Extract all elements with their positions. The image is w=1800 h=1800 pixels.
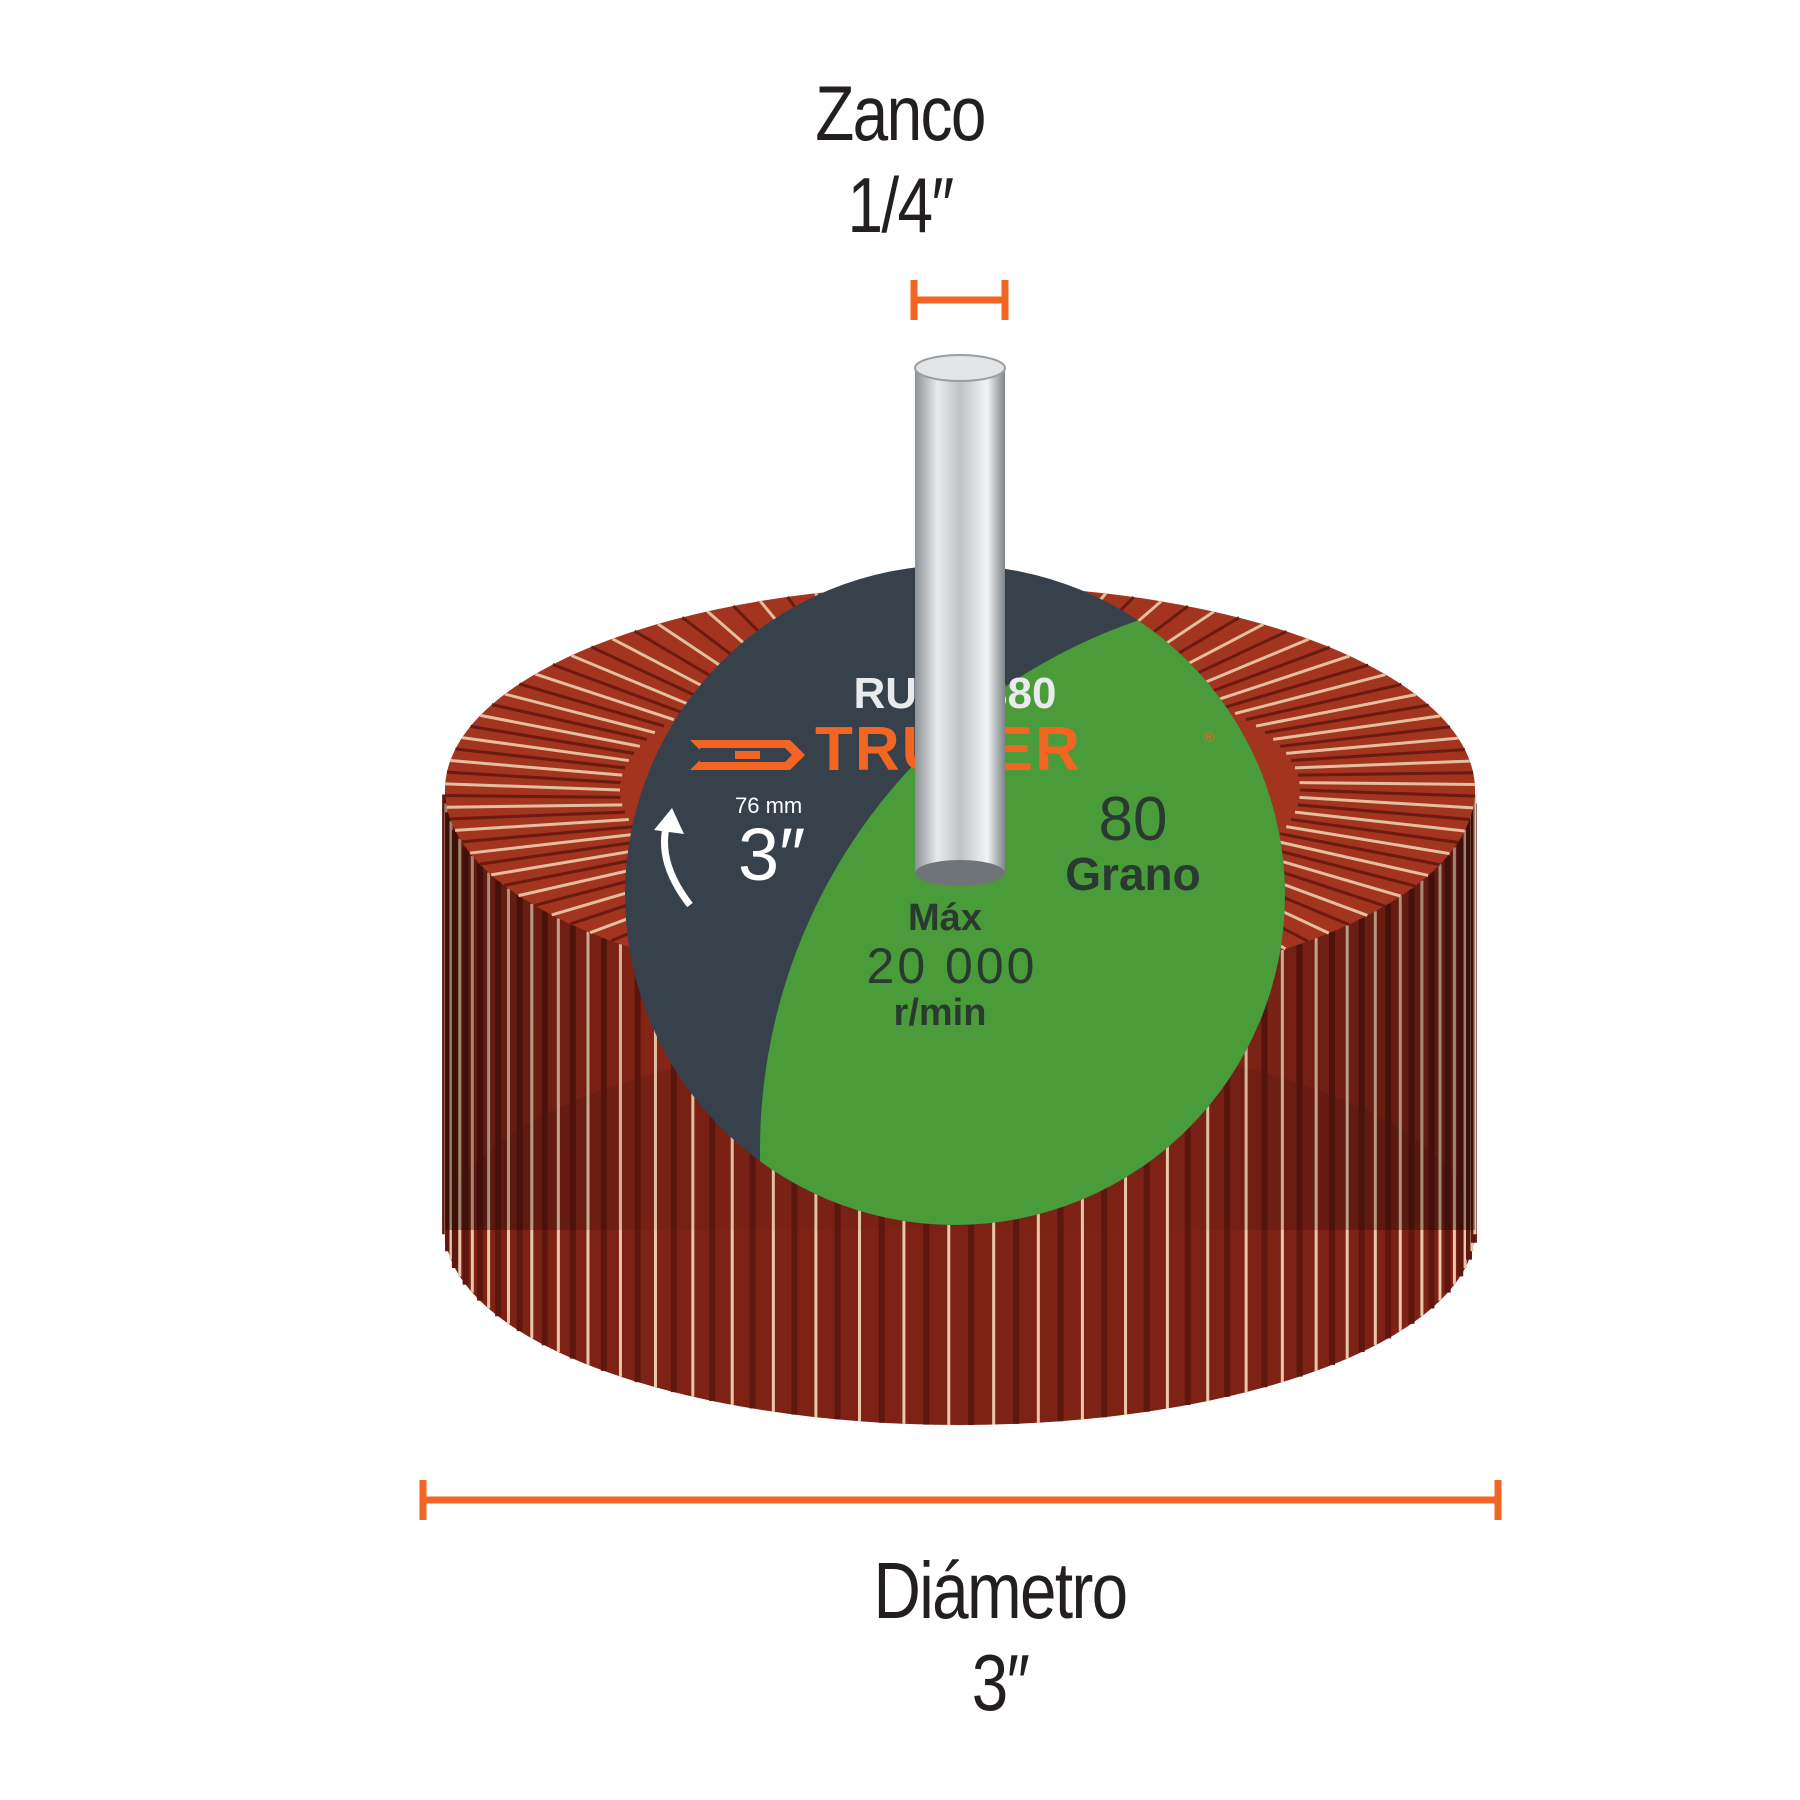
flap-top-edge <box>1264 703 1430 735</box>
flap-top-edge <box>504 692 656 735</box>
flap-top-edge <box>470 724 635 755</box>
center-label: RUF-3380 TRUPER ® 76 mm 3″ 80 Grano Máx … <box>625 565 1285 1225</box>
shank-dimension-marker <box>910 280 1009 320</box>
flap-top-edge <box>491 703 648 741</box>
flap-top-edge <box>1245 682 1402 722</box>
flap-top-edge <box>570 654 698 710</box>
flap-top-edge <box>461 736 630 763</box>
registered-mark: ® <box>1203 729 1215 746</box>
flap-top-edge <box>518 682 665 728</box>
flap-top-edge <box>552 663 686 715</box>
shank-size: 1/4″ <box>847 161 954 249</box>
flap-top-edge <box>1280 725 1451 748</box>
flap-top-edge <box>490 845 656 877</box>
shank-title: Zanco <box>815 69 986 157</box>
flap-top-edge <box>455 747 626 770</box>
flap-top-edge <box>1299 781 1475 786</box>
steel-shank <box>914 354 1006 886</box>
flap-top-edge <box>1294 759 1470 770</box>
flap-top-edge <box>1290 817 1459 844</box>
flap-top-edge <box>1286 736 1459 755</box>
flap-top-edge <box>480 713 641 748</box>
flap-top-edge <box>1272 714 1441 741</box>
flap-top-edge <box>1299 788 1475 798</box>
flap-top-edge <box>1294 810 1465 833</box>
flap-top-edge <box>445 794 621 799</box>
flap-top-edge <box>1285 825 1450 856</box>
max-label: Máx <box>908 897 982 939</box>
flap-top-edge <box>1210 654 1351 704</box>
speed-value: 20 000 <box>867 938 1038 994</box>
flap-top-edge <box>1255 693 1417 728</box>
diameter-size: 3″ <box>971 1638 1030 1727</box>
flap-top-edge <box>445 782 621 792</box>
flap-top-edge <box>446 770 621 785</box>
flap-top-edge <box>469 832 640 855</box>
flap-top-edge <box>1264 845 1416 888</box>
grit-label: Grano <box>1065 848 1200 900</box>
diameter-title: Diámetro <box>873 1546 1129 1635</box>
flap-top-edge <box>534 672 675 722</box>
flap-top-edge <box>450 759 623 777</box>
flap-top-edge <box>1272 839 1429 877</box>
size-inch: 3″ <box>738 813 805 896</box>
flap-top-edge <box>1279 832 1440 867</box>
truper-logo-icon <box>690 740 805 770</box>
flap-top-edge <box>1234 673 1386 716</box>
size-mm: 76 mm <box>735 793 802 818</box>
flap-top-edge <box>450 810 626 821</box>
curved-arrow-up-icon <box>654 808 693 908</box>
diameter-dimension-marker <box>419 1480 1502 1520</box>
grit-value: 80 <box>1099 785 1168 854</box>
flap-top-edge <box>1299 795 1474 810</box>
flap-top-edge <box>1222 663 1369 710</box>
flap-top-edge <box>1297 803 1470 821</box>
flap-top-edge <box>590 645 711 704</box>
flap-top-edge <box>1297 771 1474 777</box>
speed-unit: r/min <box>894 992 987 1034</box>
flap-top-edge <box>479 839 648 866</box>
grit-green-panel <box>760 590 1285 1225</box>
flap-top-edge <box>1291 748 1465 763</box>
flap-top-edge <box>461 825 634 844</box>
flap-top-edge <box>1196 645 1331 699</box>
flap-top-edge <box>455 817 629 832</box>
flap-top-edge <box>446 803 623 809</box>
